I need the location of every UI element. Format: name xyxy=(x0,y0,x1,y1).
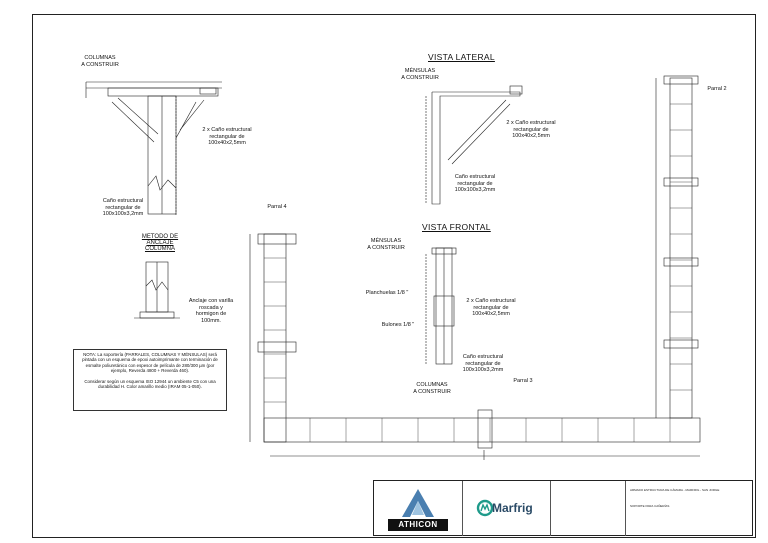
parral-2 xyxy=(655,75,699,419)
parral-3-label: Parral 3 xyxy=(513,378,533,384)
marfrig-logo-text: Marfrig xyxy=(492,501,533,515)
tube-label-top-2: 2 x Caño estructural rectangular de 100x… xyxy=(202,127,252,146)
planchuelas-label: Planchuelas 1/8 " xyxy=(365,290,409,296)
lateral-view-title: VISTA LATERAL xyxy=(428,52,495,62)
drawing-sheet xyxy=(32,14,756,538)
parral-2-label: Parral 2 xyxy=(707,86,727,92)
tube-label-frontal-2: 2 x Caño estructural rectangular de 100x… xyxy=(466,298,516,317)
marfrig-logo: Marfrig xyxy=(462,481,551,536)
parral-4-label: Parral 4 xyxy=(267,204,287,210)
mensulas-label-frontal: MÉNSULAS A CONSTRUIR xyxy=(367,238,405,251)
tube-label-frontal-1: Caño estructural rectangular de 100x100x… xyxy=(462,354,504,373)
mensulas-label-lateral: MÉNSULAS A CONSTRUIR xyxy=(401,68,439,81)
title-block-info xyxy=(550,481,626,536)
tube-label-lateral-2: 2 x Caño estructural rectangular de 100x… xyxy=(506,120,556,139)
anchor-detail xyxy=(134,261,180,319)
anchor-label: Anclaje con varilla roscada y hormigon d… xyxy=(188,298,234,324)
bulones-label: Bulones 1/8 " xyxy=(381,322,415,328)
columns-label-plan: COLUMNAS A CONSTRUIR xyxy=(413,382,451,395)
frontal-view xyxy=(425,247,457,365)
drawing-name: SOPORTE PARA CAÑERÍAS xyxy=(630,504,670,508)
frontal-view-title: VISTA FRONTAL xyxy=(422,222,491,232)
athicon-logo: ATHICON xyxy=(374,481,463,536)
parral-4 xyxy=(249,233,297,443)
columns-label-top: COLUMNAS A CONSTRUIR xyxy=(81,55,119,68)
column-bracket-top-left xyxy=(85,81,222,216)
title-block: ATHICON Marfrig ARMADO ESTRUCTURA DE CÁM… xyxy=(373,480,753,536)
tube-label-lateral-1: Caño estructural rectangular de 100x100x… xyxy=(454,174,496,193)
paint-note: NOTA: La soportería (PARRALES, COLUMNAS … xyxy=(73,349,227,411)
athicon-logo-text: ATHICON xyxy=(398,520,438,529)
lateral-view xyxy=(425,85,523,205)
tube-label-top-1: Caño estructural rectangular de 100x100x… xyxy=(102,198,144,217)
title-block-details: ARMADO ESTRUCTURA DE CÁMARA - MARFRIG - … xyxy=(626,481,752,536)
anchor-method-title: METODO DE ANCLAJE COLUMNA xyxy=(141,234,179,252)
project-name: ARMADO ESTRUCTURA DE CÁMARA - MARFRIG - … xyxy=(630,488,720,492)
parral-3 xyxy=(263,409,701,460)
